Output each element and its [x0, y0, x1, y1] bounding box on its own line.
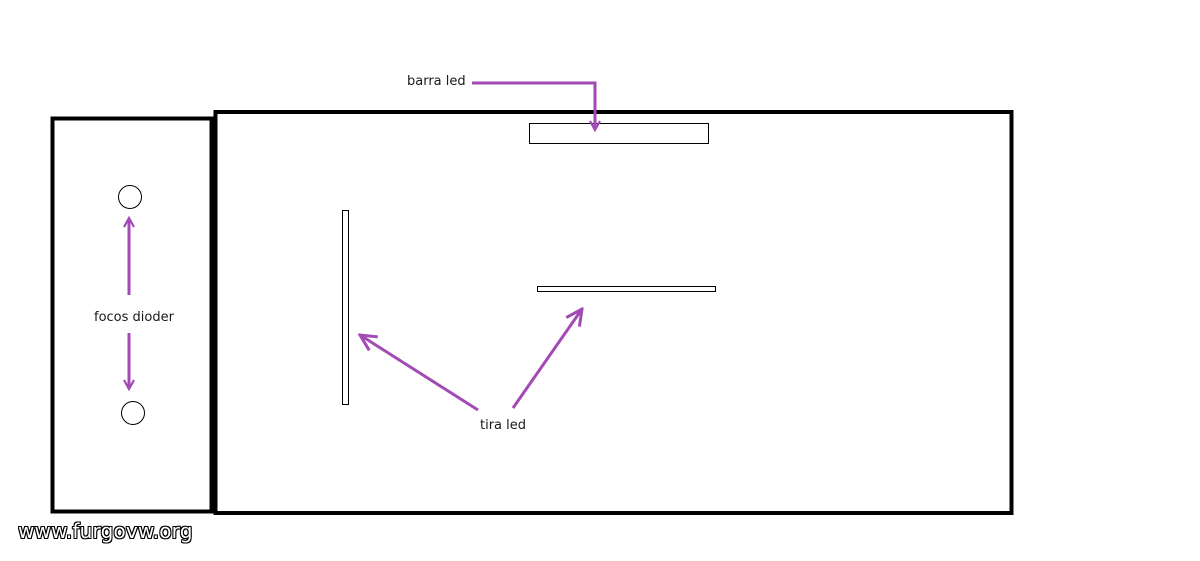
label-focos-dioder: focos dioder	[94, 310, 174, 325]
led-strip-horizontal	[537, 286, 716, 292]
label-barra-led: barra led	[407, 74, 466, 89]
led-strip-vertical	[342, 210, 349, 405]
watermark: www.furgovw.org	[18, 519, 193, 543]
led-bar	[529, 123, 709, 144]
cargo-area-outline	[213, 110, 1014, 515]
arrow-tira-led-left	[360, 335, 479, 412]
cab-outline	[50, 116, 214, 514]
label-tira-led: tira led	[480, 418, 527, 433]
arrow-tira-led-right	[511, 309, 582, 409]
arrow-barra-led	[472, 81, 595, 130]
dioder-spotlight-bottom	[121, 401, 145, 425]
dioder-spotlight-top	[118, 185, 142, 209]
